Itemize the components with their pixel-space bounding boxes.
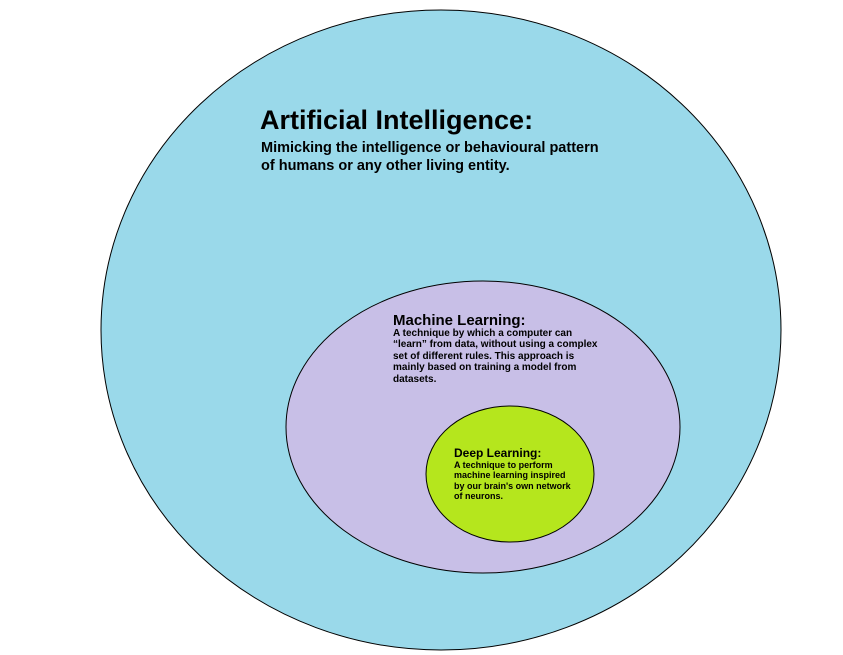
dl-title: Deep Learning:: [454, 446, 542, 460]
ai-description: Mimicking the intelligence or behavioura…: [261, 140, 599, 174]
dl-description: A technique to perform machine learning …: [454, 460, 571, 501]
ml-title: Machine Learning:: [393, 312, 526, 329]
ml-description: A technique by which a computer can “lea…: [393, 328, 598, 385]
ai-title: Artificial Intelligence:: [260, 105, 534, 135]
dl-circle: [425, 405, 595, 543]
